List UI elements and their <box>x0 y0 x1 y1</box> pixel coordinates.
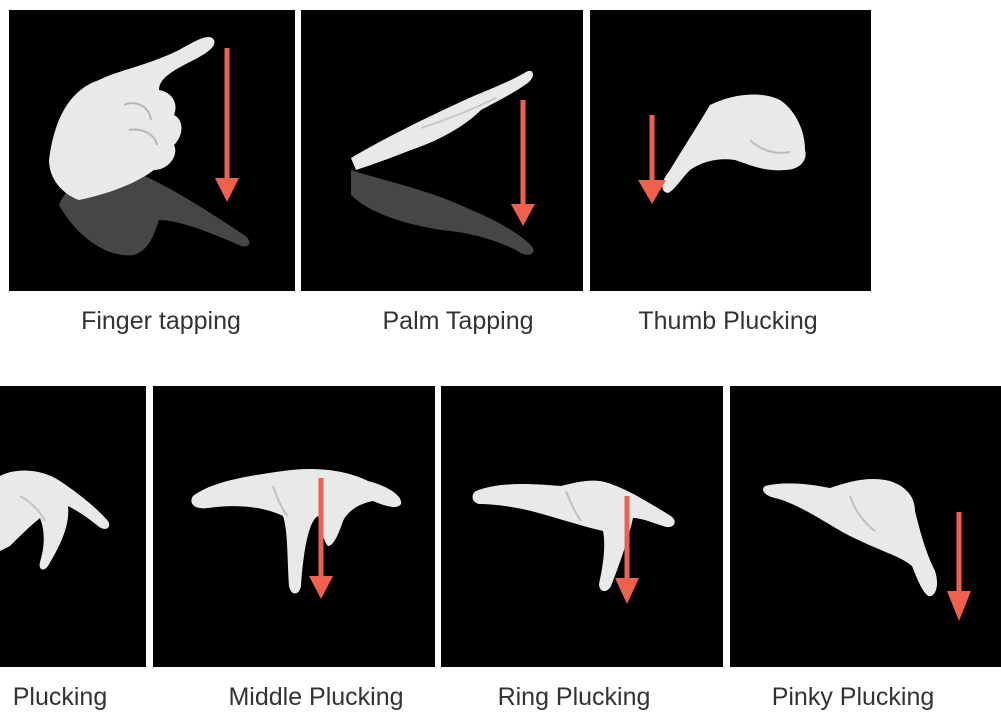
gesture-panel-plucking <box>0 386 146 667</box>
index-finger-hand-icon <box>9 10 295 291</box>
gesture-panel-ring-plucking <box>441 386 723 667</box>
gesture-panel-palm-tapping <box>301 10 583 291</box>
gesture-label: Ring Plucking <box>441 682 707 712</box>
ring-pluck-hand-icon <box>441 386 723 667</box>
gesture-label: Plucking <box>0 682 120 712</box>
gesture-label: Thumb Plucking <box>590 306 866 336</box>
gesture-panel-middle-plucking <box>153 386 435 667</box>
middle-pluck-hand-icon <box>153 386 435 667</box>
thumb-pluck-hand-icon <box>590 10 871 291</box>
gesture-label: Pinky Plucking <box>730 682 976 712</box>
gesture-label: Finger tapping <box>9 306 313 336</box>
gesture-label: Palm Tapping <box>301 306 615 336</box>
pinky-pluck-hand-icon <box>730 386 1001 667</box>
gesture-panel-finger-tapping <box>9 10 295 291</box>
index-pluck-hand-icon <box>0 386 146 667</box>
gesture-panel-thumb-plucking <box>590 10 871 291</box>
flat-palm-hand-icon <box>301 10 583 291</box>
gesture-panel-pinky-plucking <box>730 386 1001 667</box>
gesture-label: Middle Plucking <box>153 682 479 712</box>
